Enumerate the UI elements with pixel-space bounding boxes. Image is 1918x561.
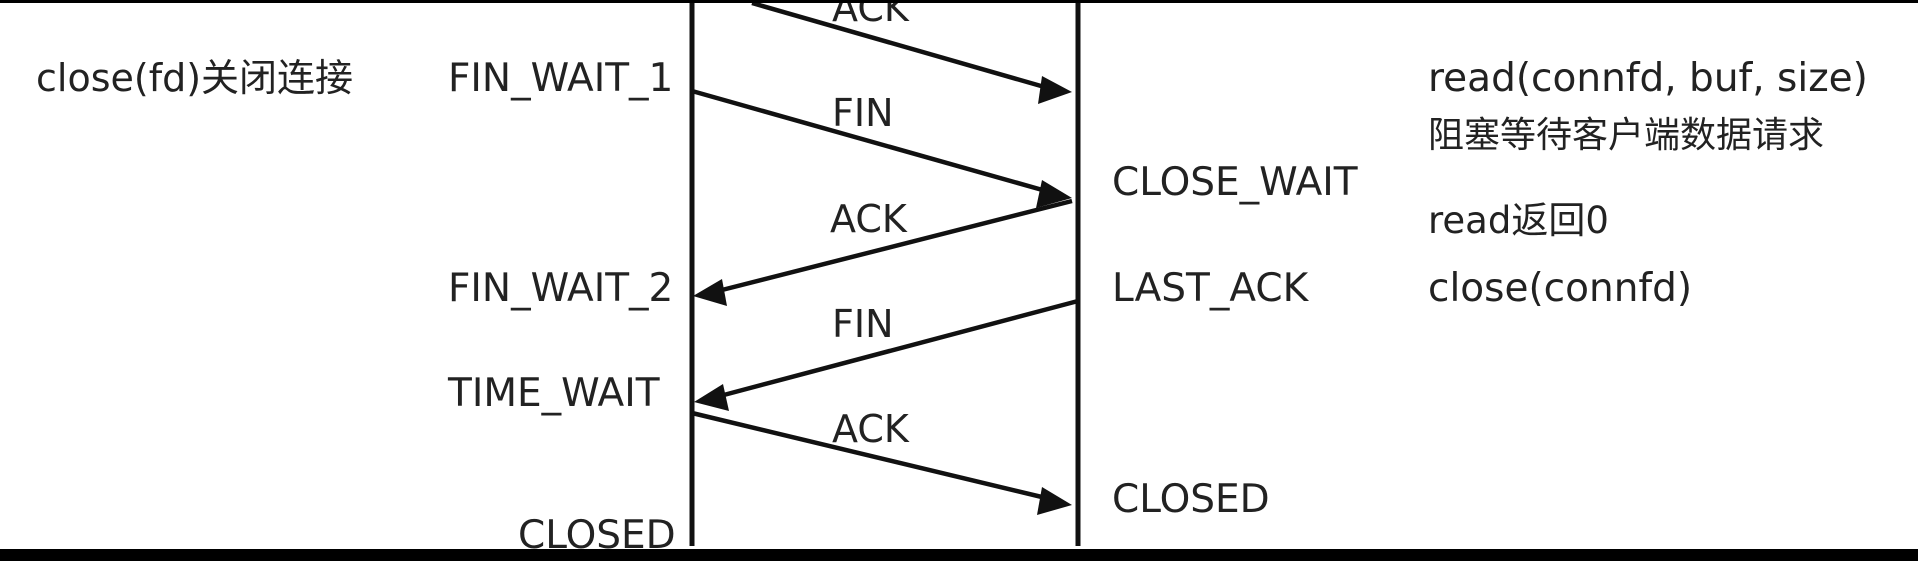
server-note-close-call: close(connfd) bbox=[1428, 266, 1693, 311]
ack-arrow-3-head bbox=[1037, 487, 1072, 515]
message-ack-1: ACK bbox=[832, 0, 909, 30]
client-state-time-wait: TIME_WAIT bbox=[448, 371, 660, 416]
ack-arrow-2-head bbox=[693, 279, 727, 306]
client-state-fin-wait-2: FIN_WAIT_2 bbox=[448, 266, 674, 311]
client-state-closed: CLOSED bbox=[518, 513, 676, 549]
client-close-note: close(fd)关闭连接 bbox=[36, 56, 354, 100]
server-note-read-call: read(connfd, buf, size) bbox=[1428, 56, 1868, 101]
sequence-lines bbox=[689, 3, 1081, 546]
message-fin-1: FIN bbox=[832, 91, 894, 135]
ack-arrow-1-head bbox=[1038, 76, 1072, 104]
server-state-close-wait: CLOSE_WAIT bbox=[1112, 160, 1358, 205]
server-state-last-ack: LAST_ACK bbox=[1112, 266, 1309, 311]
message-fin-2: FIN bbox=[832, 302, 894, 346]
fin-arrow-1 bbox=[691, 88, 1047, 194]
fin-arrow-1-head bbox=[1036, 180, 1072, 208]
message-ack-3: ACK bbox=[832, 407, 909, 451]
server-note-read-return: read返回0 bbox=[1428, 199, 1609, 242]
ack-arrow-2 bbox=[717, 198, 1073, 294]
server-note-block-wait: 阻塞等待客户端数据请求 bbox=[1428, 115, 1825, 156]
client-state-fin-wait-1: FIN_WAIT_1 bbox=[448, 56, 674, 101]
fin-arrow-2 bbox=[719, 298, 1079, 399]
ack-arrow-1 bbox=[751, 3, 1049, 91]
fin-arrow-2-head bbox=[694, 384, 729, 411]
message-ack-2: ACK bbox=[830, 197, 907, 241]
server-state-closed: CLOSED bbox=[1112, 477, 1270, 522]
ack-arrow-3 bbox=[691, 410, 1047, 501]
tcp-close-sequence-diagram: ACK FIN ACK FIN ACK close(fd)关闭连接 FIN_WA… bbox=[0, 0, 1918, 549]
